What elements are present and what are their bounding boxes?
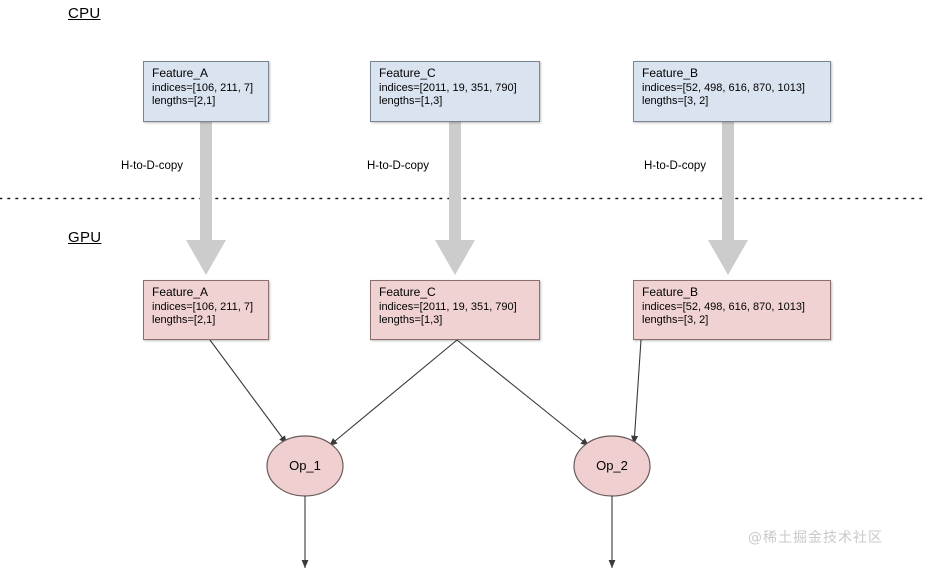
cpu-node-feature-a[interactable]: Feature_A indices=[106, 211, 7] lengths=… <box>143 61 269 122</box>
edge-feature-c-op1 <box>328 339 458 447</box>
copy-arrow-feature-a <box>186 121 226 275</box>
node-indices: indices=[106, 211, 7] <box>152 301 254 313</box>
node-lengths: lengths=[2,1] <box>152 95 216 107</box>
node-lengths: lengths=[1,3] <box>379 314 443 326</box>
gpu-node-feature-a[interactable]: Feature_A indices=[106, 211, 7] lengths=… <box>143 280 269 340</box>
node-indices: indices=[52, 498, 616, 870, 1013] <box>642 82 805 94</box>
copy-label-feature-b: H-to-D-copy <box>644 160 706 172</box>
node-indices: indices=[2011, 19, 351, 790] <box>379 82 517 94</box>
cpu-node-feature-c[interactable]: Feature_C indices=[2011, 19, 351, 790] l… <box>370 61 540 122</box>
op-label-op2: Op_2 <box>596 458 628 473</box>
node-lengths: lengths=[2,1] <box>152 314 216 326</box>
node-title: Feature_C <box>379 66 436 80</box>
copy-arrow-feature-b <box>708 121 748 275</box>
node-lengths: lengths=[1,3] <box>379 95 443 107</box>
gpu-node-feature-b[interactable]: Feature_B indices=[52, 498, 616, 870, 10… <box>633 280 831 340</box>
node-title: Feature_B <box>642 66 699 80</box>
node-indices: indices=[2011, 19, 351, 790] <box>379 301 517 313</box>
gpu-node-feature-c[interactable]: Feature_C indices=[2011, 19, 351, 790] l… <box>370 280 540 340</box>
node-title: Feature_C <box>379 285 436 299</box>
node-title: Feature_A <box>152 285 209 299</box>
op-label-op1: Op_1 <box>289 458 321 473</box>
section-label-cpu: CPU <box>68 5 101 22</box>
section-label-gpu: GPU <box>68 229 102 246</box>
node-indices: indices=[52, 498, 616, 870, 1013] <box>642 301 805 313</box>
node-title: Feature_B <box>642 285 699 299</box>
watermark: @稀土掘金技术社区 <box>748 530 883 546</box>
cpu-node-feature-b[interactable]: Feature_B indices=[52, 498, 616, 870, 10… <box>633 61 831 122</box>
node-lengths: lengths=[3, 2] <box>642 314 709 326</box>
edge-feature-a-op1 <box>209 339 288 445</box>
node-title: Feature_A <box>152 66 209 80</box>
copy-label-feature-c: H-to-D-copy <box>367 160 429 172</box>
edge-feature-c-op2 <box>456 339 590 447</box>
copy-arrow-feature-c <box>435 121 475 275</box>
node-indices: indices=[106, 211, 7] <box>152 82 254 94</box>
copy-label-feature-a: H-to-D-copy <box>121 160 183 172</box>
edge-feature-b-op2 <box>631 339 642 445</box>
node-lengths: lengths=[3, 2] <box>642 95 709 107</box>
